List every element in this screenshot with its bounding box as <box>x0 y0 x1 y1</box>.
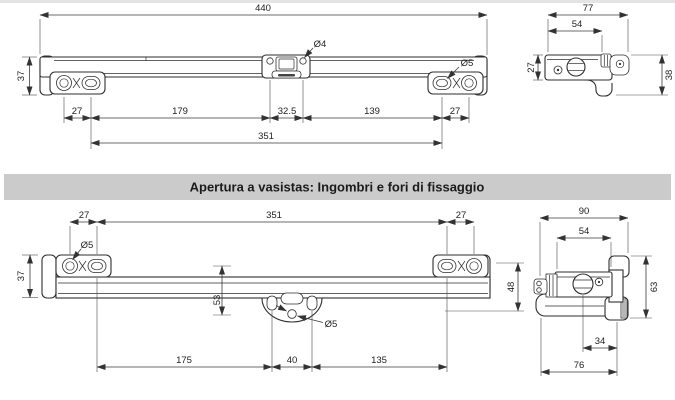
dim-label-175: 175 <box>176 355 192 366</box>
dia5-bracket-label: Ø5 <box>325 319 338 330</box>
dia5-top-label: Ø5 <box>461 58 474 69</box>
dim-63: 63 <box>630 255 660 319</box>
center-sash-bracket <box>261 292 323 323</box>
dim-76: 76 <box>540 318 618 376</box>
callout-dia5-plate: Ø5 <box>72 240 94 260</box>
dim-label-139: 139 <box>364 106 380 117</box>
callout-dia5-bracket: Ø5 <box>275 304 338 330</box>
dim-chain-bottom-top: 27 351 27 <box>69 210 475 254</box>
bottom-side-view: 90 54 63 34 76 <box>533 206 660 376</box>
dim-label-53: 53 <box>212 295 223 306</box>
dim-label-54-top: 54 <box>572 19 583 30</box>
dim-label-351-bottom: 351 <box>266 210 282 221</box>
right-mount-plate-bottom <box>432 254 489 278</box>
callout-dia4: Ø4 <box>304 39 327 58</box>
dim-label-351-top: 351 <box>258 131 274 142</box>
dim-chain-bottom-lower: 175 40 135 <box>96 278 448 372</box>
dim-label-27b-right: 27 <box>456 210 467 221</box>
dim-38: 38 <box>616 54 675 96</box>
dim-label-37-top: 37 <box>16 71 27 82</box>
dim-label-27-left: 27 <box>72 106 83 117</box>
top-edge-strip <box>0 0 675 3</box>
dim-label-77: 77 <box>583 3 594 14</box>
dim-53: 53 <box>212 265 231 316</box>
dim-48: 48 <box>445 262 524 312</box>
dim-label-32-5: 32.5 <box>278 106 297 117</box>
dim-34: 34 <box>582 295 618 376</box>
dim-label-440: 440 <box>255 3 271 14</box>
center-bracket <box>261 54 311 79</box>
right-mount-plate <box>427 71 484 95</box>
top-side-view: 77 54 27 38 <box>526 3 675 97</box>
dim-90: 90 <box>539 206 629 276</box>
hook-arm <box>585 79 613 97</box>
dim-label-63: 63 <box>649 282 660 293</box>
top-front-view: 440 37 27 179 32.5 139 27 <box>16 3 488 149</box>
dim-label-54-bottom: 54 <box>579 226 590 237</box>
dim-label-27b-left: 27 <box>79 210 90 221</box>
dim-77: 77 <box>547 3 629 52</box>
dim-label-76: 76 <box>574 360 585 371</box>
dim-label-90: 90 <box>579 206 590 217</box>
dim-label-27-side: 27 <box>526 62 537 73</box>
left-mount-plate-bottom <box>55 254 112 278</box>
dim-label-135: 135 <box>371 355 387 366</box>
dim-54-top: 54 <box>547 19 603 52</box>
dim-label-34: 34 <box>595 336 606 347</box>
dim-54-bottom: 54 <box>556 226 612 269</box>
dia4-label: Ø4 <box>314 39 327 50</box>
dim-label-179: 179 <box>172 106 188 117</box>
dim-label-40: 40 <box>287 355 298 366</box>
side-bracket-body <box>544 53 630 97</box>
dim-27-side: 27 <box>526 54 543 81</box>
dim-label-38: 38 <box>664 70 675 81</box>
left-mount-plate <box>49 71 106 95</box>
dim-37-bottom: 37 <box>16 254 38 298</box>
dim-chain-top-front: 27 179 32.5 139 27 <box>63 80 470 149</box>
dim-440: 440 <box>39 3 488 55</box>
dim-label-48: 48 <box>506 282 517 293</box>
bottom-front-view: 27 351 27 Ø5 37 53 48 <box>16 210 524 372</box>
dim-label-27-right: 27 <box>450 106 461 117</box>
side-bracket-body-bottom <box>533 255 630 321</box>
callout-dia5-top: Ø5 <box>447 58 474 79</box>
banner-background <box>4 174 671 200</box>
title-banner: Apertura a vasistas: Ingombri e fori di … <box>4 174 671 200</box>
banner-title: Apertura a vasistas: Ingombri e fori di … <box>190 180 485 195</box>
dim-37-top: 37 <box>16 56 37 96</box>
dim-label-37-bottom: 37 <box>16 271 27 282</box>
dim-351-top: 351 <box>90 131 443 146</box>
dia5-plate-label: Ø5 <box>81 240 94 251</box>
